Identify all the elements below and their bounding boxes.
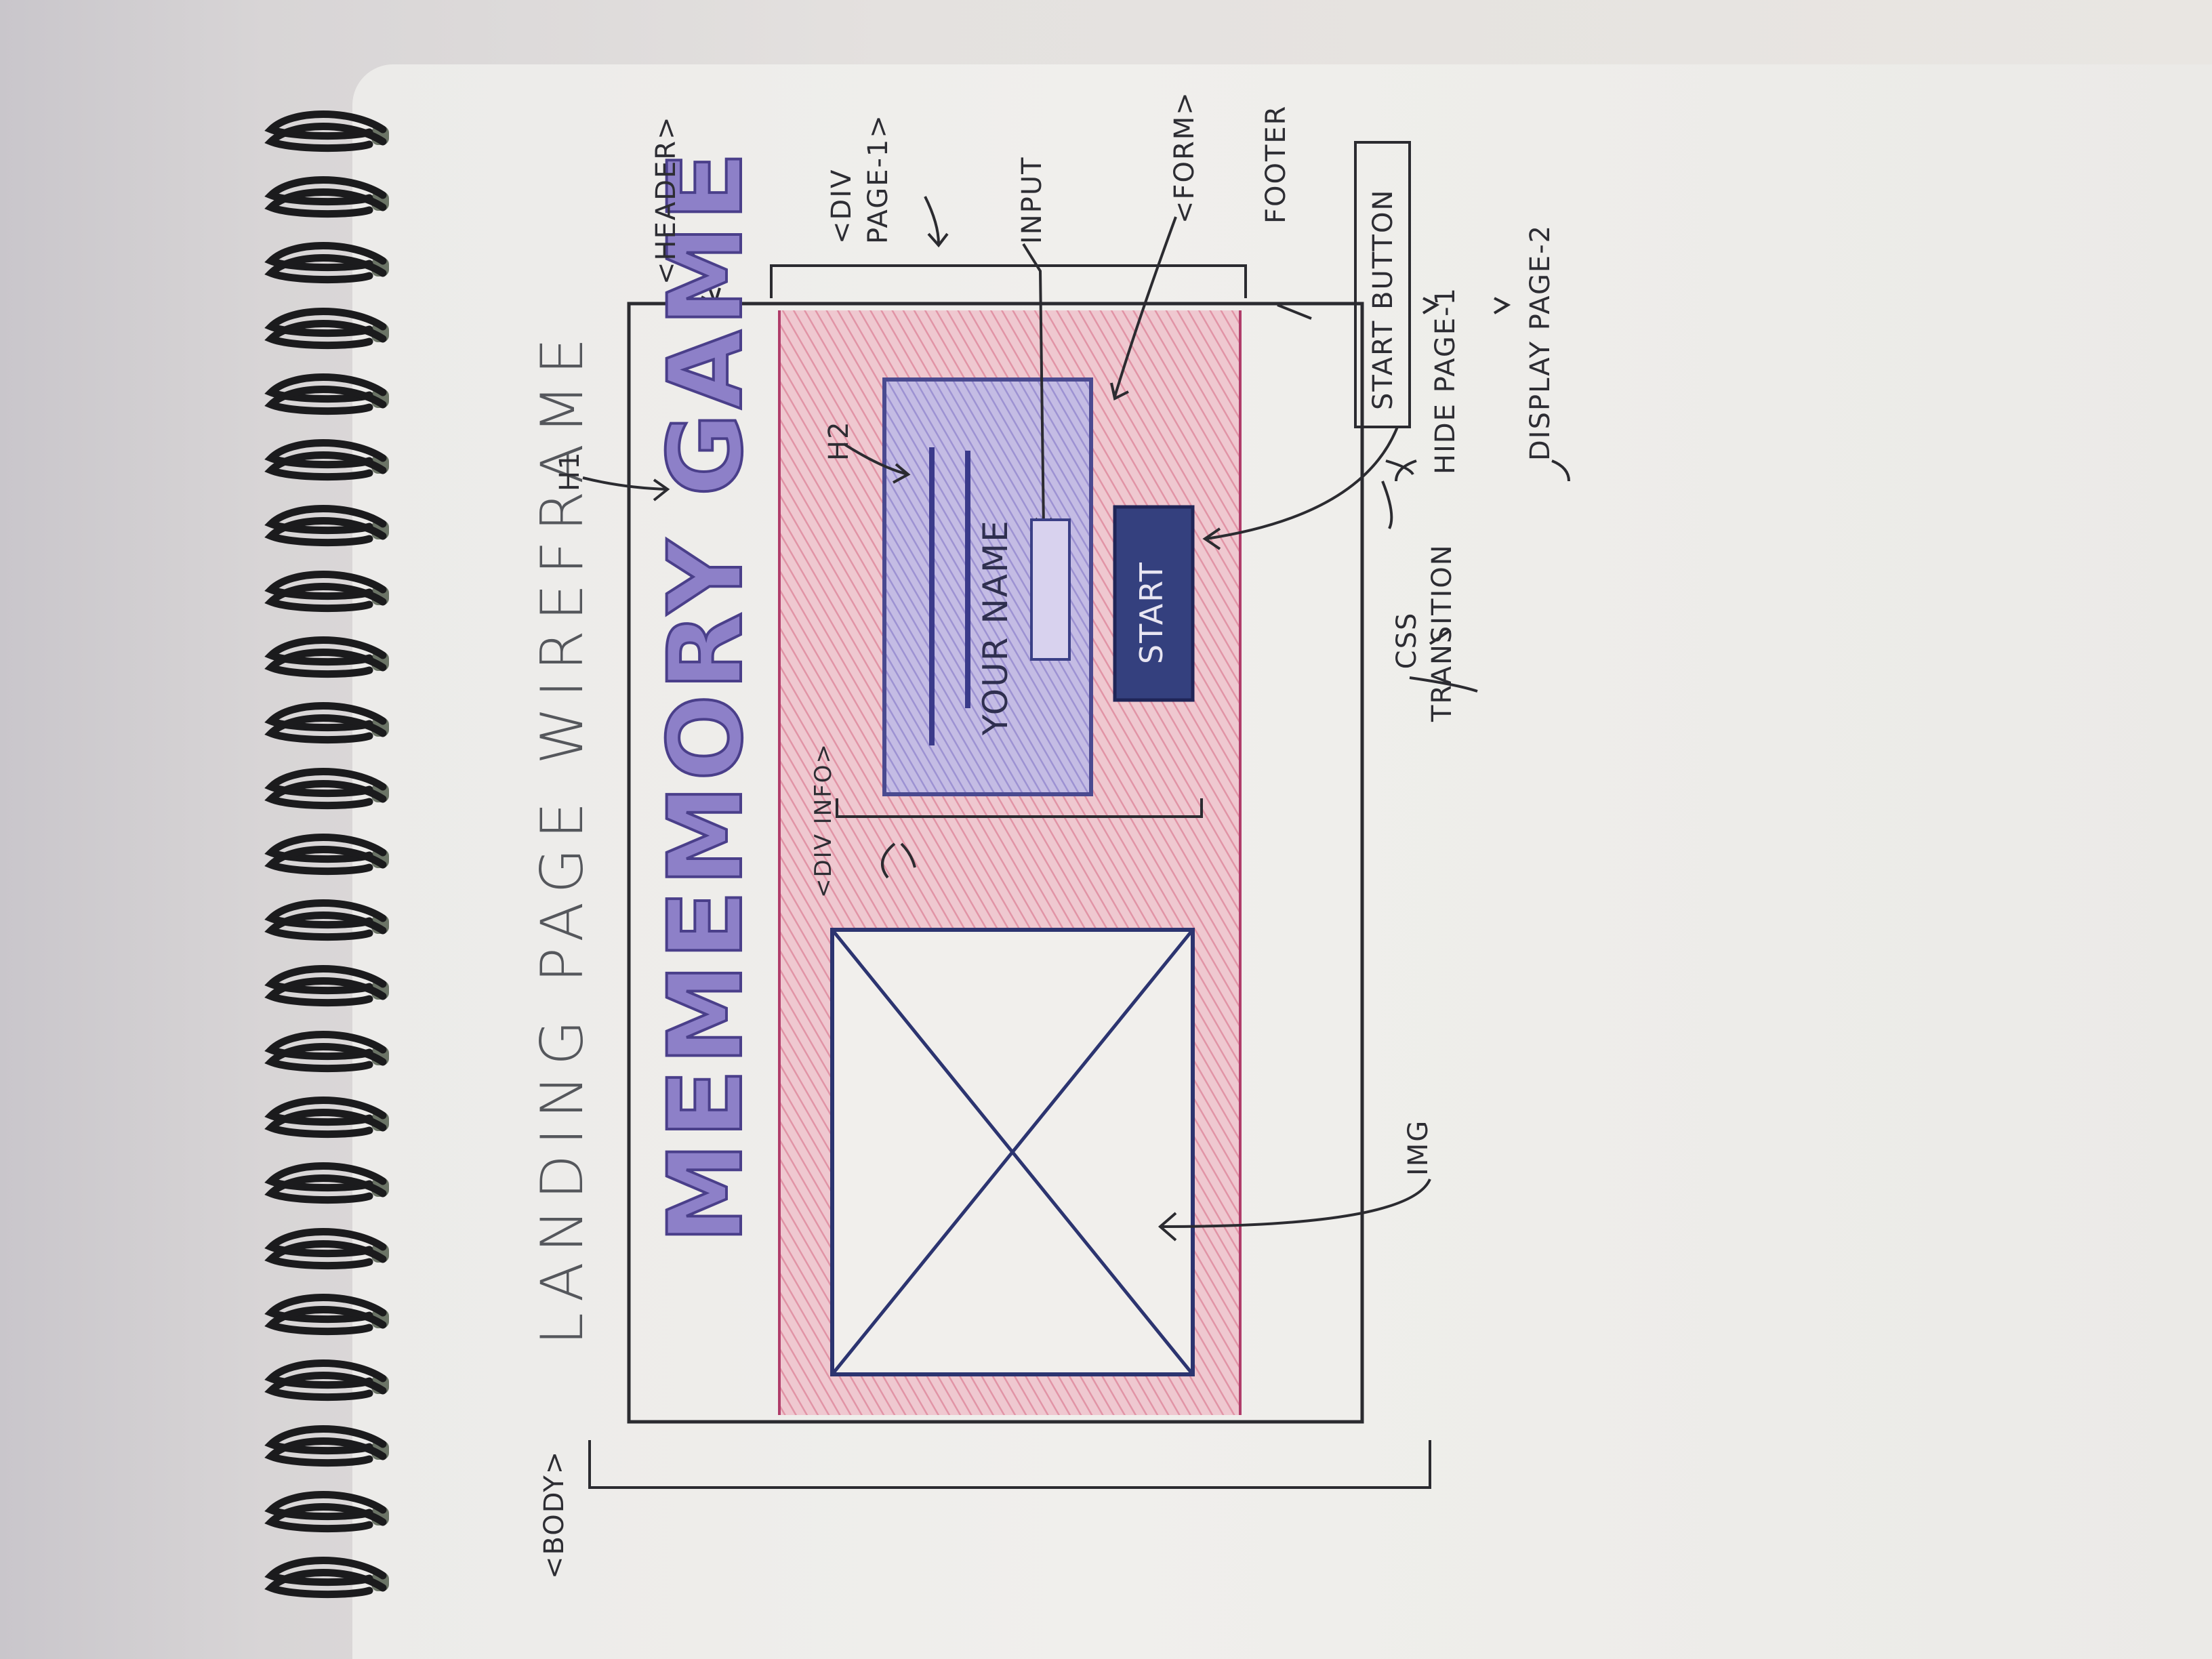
spiral-ring bbox=[264, 1228, 389, 1270]
spiral-ring bbox=[264, 768, 389, 810]
start-button-anno-box bbox=[1354, 141, 1411, 428]
h2-tag-label: H2 bbox=[823, 420, 855, 461]
your-name-label: YOUR NAME bbox=[976, 519, 1015, 735]
start-button-tag-label: START BUTTON bbox=[1368, 188, 1399, 410]
h1-memory-game: MEMEMORY GAME bbox=[646, 146, 766, 1245]
start-button-label: START bbox=[1133, 561, 1170, 664]
div-info-tag-label: <DIV INFO> bbox=[810, 742, 837, 898]
spiral-ring bbox=[264, 1557, 389, 1599]
start-button-shape bbox=[1113, 505, 1195, 702]
hide-page-label: HIDE PAGE-1 bbox=[1430, 286, 1461, 474]
name-input[interactable] bbox=[1030, 518, 1071, 661]
spiral-ring bbox=[264, 1425, 389, 1467]
spiral-ring bbox=[264, 1294, 389, 1336]
input-tag-label: INPUT bbox=[1017, 156, 1048, 244]
spiral-ring bbox=[264, 308, 389, 350]
div-info-bracket bbox=[836, 798, 1203, 818]
display-page-label: DISPLAY PAGE-2 bbox=[1525, 224, 1556, 461]
spiral-ring bbox=[264, 1359, 389, 1401]
form-tag-label: <FORM> bbox=[1169, 91, 1200, 224]
spiral-ring bbox=[264, 1491, 389, 1533]
header-tag-label: <HEADER> bbox=[651, 115, 682, 285]
spiral-ring bbox=[264, 834, 389, 876]
div-page-tag-label: <DIV PAGE-1> bbox=[826, 114, 894, 244]
page-bracket bbox=[770, 264, 1247, 298]
grouping-brace bbox=[1395, 459, 1570, 482]
spiral-ring bbox=[264, 1162, 389, 1204]
page-frame bbox=[627, 302, 1364, 1424]
img-tag-label: IMG bbox=[1403, 1119, 1434, 1176]
spiral-ring bbox=[264, 702, 389, 744]
body-bracket bbox=[588, 1440, 1431, 1489]
spiral-ring bbox=[264, 176, 389, 218]
annotation-arrows bbox=[582, 196, 1478, 1242]
arrow-down-1 bbox=[1422, 297, 1440, 314]
footer-tag-label: FOOTER bbox=[1261, 104, 1292, 224]
spiral-ring bbox=[264, 636, 389, 678]
spiral-ring bbox=[264, 242, 389, 284]
spiral-ring bbox=[264, 373, 389, 415]
spiral-ring bbox=[264, 965, 389, 1007]
notebook-page bbox=[352, 64, 2212, 1659]
spiral-ring bbox=[264, 505, 389, 547]
h1-tag-label: H1 bbox=[554, 451, 586, 491]
spiral-ring bbox=[264, 1097, 389, 1139]
spiral-ring bbox=[264, 571, 389, 613]
spiral-ring bbox=[264, 439, 389, 481]
spiral-ring bbox=[264, 110, 389, 152]
body-tag-label: <BODY> bbox=[539, 1450, 570, 1579]
css-transition-label: CSS TRANSITION bbox=[1391, 544, 1458, 722]
spiral-ring bbox=[264, 899, 389, 941]
arrow-down-2 bbox=[1493, 297, 1511, 314]
spiral-ring bbox=[264, 1031, 389, 1073]
